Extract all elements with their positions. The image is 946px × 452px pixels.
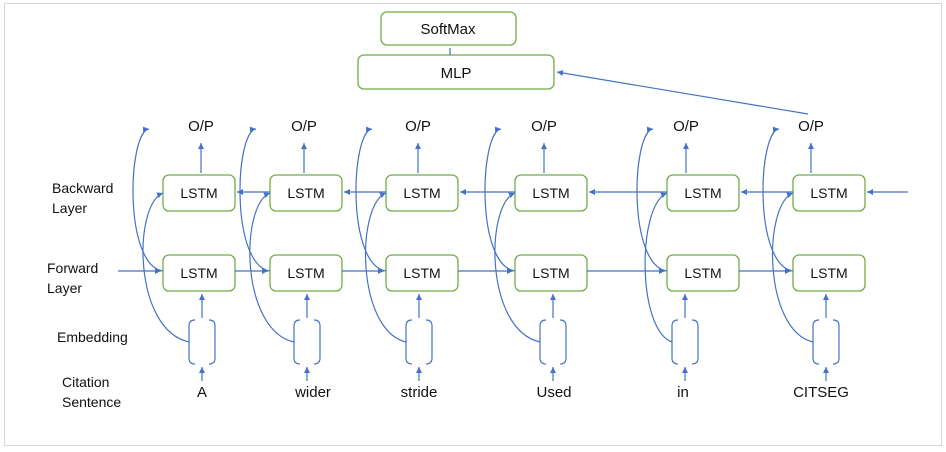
backward-lstm-label: LSTM [810,185,847,201]
column-5: LSTM LSTM O/P in [636,118,740,401]
backward-layer-label-line2: Layer [52,200,87,216]
backward-lstm-label: LSTM [532,185,569,201]
arrow-embedding-to-backward [249,192,295,343]
forward-lstm-label: LSTM [403,265,440,281]
arrow-forward-to-output [132,126,164,272]
output-label: O/P [798,118,824,135]
connectors-group [118,48,908,274]
embedding-bracket-right [559,319,567,365]
embedding-bracket-right [691,319,699,365]
column-6: LSTM LSTM O/P CITSEG [762,118,866,401]
output-label: O/P [291,118,317,135]
arrow-forward-to-output [484,126,516,272]
mlp-box [357,54,555,90]
mlp-label: MLP [441,65,472,82]
arrow-embedding-to-backward [772,192,814,343]
embedding-bracket-right [832,319,840,365]
arrow-forward-to-output [355,126,387,272]
embedding-bracket-right [208,319,216,365]
column-3: LSTM LSTM O/P stride [355,118,459,401]
columns-group: LSTM LSTM O/P A LSTM LSTM O/P wider LSTM LSTM O/P s… [132,118,866,401]
output-label: O/P [405,118,431,135]
arrow-forward-to-output [636,126,668,272]
forward-layer-label-line2: Layer [47,280,82,296]
forward-lstm-label: LSTM [810,265,847,281]
output-label: O/P [188,118,214,135]
word-3: stride [401,384,438,401]
forward-lstm-box [666,254,740,292]
backward-lstm-label: LSTM [403,185,440,201]
word-1: A [197,384,207,401]
backward-lstm-label: LSTM [180,185,217,201]
forward-lstm-label: LSTM [287,265,324,281]
forward-layer-label-line1: Forward [47,260,98,276]
forward-lstm-box [162,254,236,292]
citation-sentence-label-line2: Sentence [62,394,121,410]
arrow-embedding-to-backward [494,192,541,343]
arrow-embedding-to-backward [644,192,673,343]
arrow-embedding-to-backward [142,192,190,343]
word-4: Used [536,384,571,401]
forward-lstm-label: LSTM [180,265,217,281]
embedding-bracket-left [188,319,196,365]
word-6: CITSEG [793,384,849,401]
forward-lstm-box [792,254,866,292]
column-1: LSTM LSTM O/P A [132,118,236,401]
softmax-box [380,11,517,46]
output-label: O/P [531,118,557,135]
column-4: LSTM LSTM O/P Used [484,118,588,401]
output-label: O/P [673,118,699,135]
forward-lstm-label: LSTM [532,265,569,281]
arrow-forward-to-output [239,126,271,272]
forward-lstm-label: LSTM [684,265,721,281]
citation-sentence-label-line1: Citation [62,374,109,390]
embedding-bracket-left [405,319,413,365]
embedding-bracket-left [293,319,301,365]
embedding-label: Embedding [57,329,128,345]
diagram-frame [4,3,942,446]
embedding-bracket-left [671,319,679,365]
embedding-bracket-left [539,319,547,365]
word-2: wider [294,384,331,401]
forward-lstm-box [514,254,588,292]
softmax-label: SoftMax [420,21,476,38]
arrow-embedding-to-backward [365,192,407,343]
arrow-forward-to-output [762,126,794,272]
word-5: in [677,384,689,401]
backward-lstm-label: LSTM [287,185,324,201]
embedding-bracket-left [812,319,820,365]
forward-lstm-box [385,254,459,292]
embedding-bracket-right [425,319,433,365]
column-2: LSTM LSTM O/P wider [239,118,343,401]
forward-lstm-box [269,254,343,292]
embedding-bracket-right [313,319,321,365]
arrow-output-to-mlp [556,70,809,115]
backward-layer-label-line1: Backward [52,180,113,196]
backward-lstm-label: LSTM [684,185,721,201]
